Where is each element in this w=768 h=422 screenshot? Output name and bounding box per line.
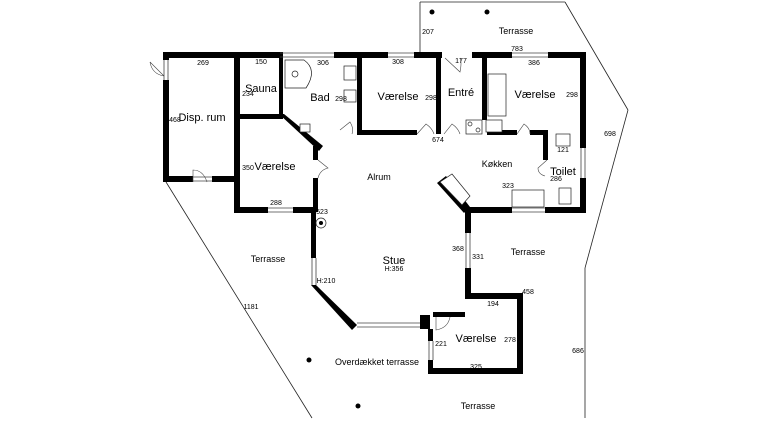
dim-686: 686 bbox=[572, 348, 584, 355]
posts bbox=[306, 9, 490, 409]
post-marker bbox=[355, 403, 361, 409]
wc-icon bbox=[558, 187, 572, 205]
terrace-label-left: Terrasse bbox=[251, 254, 286, 264]
stue-height-label: H:356 bbox=[385, 266, 404, 273]
room-label-entre: Entré bbox=[448, 87, 474, 99]
post-marker bbox=[429, 9, 435, 15]
post-marker bbox=[484, 9, 490, 15]
terrace-label-top: Terrasse bbox=[499, 26, 534, 36]
dim-674: 674 bbox=[432, 137, 444, 144]
windows bbox=[163, 52, 586, 360]
dim-350: 350 bbox=[242, 165, 254, 172]
room-label-kokken: Køkken bbox=[482, 159, 513, 169]
dim-269: 269 bbox=[197, 60, 209, 67]
dim-177: 177 bbox=[455, 58, 467, 65]
door-swings bbox=[149, 57, 548, 331]
dim-306: 306 bbox=[317, 60, 329, 67]
dim-323: 323 bbox=[502, 183, 514, 190]
sink-icon bbox=[485, 119, 503, 133]
kitchen-island-icon bbox=[439, 173, 471, 206]
post-marker bbox=[306, 357, 312, 363]
room-label-vaerelse-1: Værelse bbox=[378, 91, 419, 103]
dimension-labels: 269 150 306 308 177 386 783 207 468 234 … bbox=[169, 29, 616, 371]
dim-288: 288 bbox=[270, 200, 282, 207]
room-label-disp-rum: Disp. rum bbox=[178, 112, 225, 124]
dim-368: 368 bbox=[452, 246, 464, 253]
fixtures bbox=[284, 59, 572, 229]
dim-386: 386 bbox=[528, 60, 540, 67]
kitchen-counter-icon bbox=[511, 189, 545, 208]
dim-1181: 1181 bbox=[243, 304, 258, 311]
room-label-vaerelse-2: Værelse bbox=[515, 89, 556, 101]
dim-221: 221 bbox=[435, 341, 447, 348]
terrace-label-right: Terrasse bbox=[511, 247, 546, 257]
toilet-bowl-icon bbox=[299, 123, 311, 133]
dim-698: 698 bbox=[604, 131, 616, 138]
wardrobe-icon bbox=[487, 73, 507, 117]
dim-278: 278 bbox=[504, 337, 516, 344]
dim-194: 194 bbox=[487, 301, 499, 308]
room-label-vaerelse-3: Værelse bbox=[255, 161, 296, 173]
shower-icon bbox=[343, 89, 357, 103]
dim-286: 286 bbox=[550, 176, 562, 183]
dim-523: 523 bbox=[316, 209, 328, 216]
dim-308: 308 bbox=[392, 59, 404, 66]
dim-468: 468 bbox=[169, 117, 181, 124]
room-label-toilet: Toilet bbox=[550, 166, 576, 178]
dim-150: 150 bbox=[255, 59, 267, 66]
room-label-sauna: Sauna bbox=[245, 83, 278, 95]
stove-icon bbox=[465, 119, 483, 135]
covered-terrace-label: Overdækket terrasse bbox=[335, 357, 419, 367]
dim-298-bad: 298 bbox=[335, 96, 347, 103]
terrace-label-bottom: Terrasse bbox=[461, 401, 496, 411]
toilet-basin-icon bbox=[555, 133, 571, 147]
site-boundary bbox=[165, 1, 629, 419]
dim-298-right: 298 bbox=[566, 92, 578, 99]
dim-207: 207 bbox=[422, 29, 434, 36]
room-label-bad: Bad bbox=[310, 92, 330, 104]
dim-783: 783 bbox=[511, 46, 523, 53]
dim-331: 331 bbox=[472, 254, 484, 261]
room-labels: Disp. rum Sauna Bad Værelse Entré Værels… bbox=[178, 83, 575, 345]
room-label-vaerelse-4: Værelse bbox=[456, 333, 497, 345]
dim-298-vaerelse: 298 bbox=[425, 95, 437, 102]
washbasin-icon bbox=[343, 65, 357, 81]
dim-325: 325 bbox=[470, 364, 482, 371]
dim-458: 458 bbox=[522, 289, 534, 296]
dim-h210: H:210 bbox=[317, 278, 336, 285]
walls bbox=[163, 52, 586, 374]
room-label-alrum: Alrum bbox=[367, 172, 391, 182]
outdoor-labels: Terrasse Terrasse Terrasse Terrasse Over… bbox=[251, 26, 546, 411]
dim-234: 234 bbox=[242, 91, 254, 98]
room-label-stue: Stue bbox=[383, 255, 406, 267]
dim-121: 121 bbox=[557, 147, 569, 154]
